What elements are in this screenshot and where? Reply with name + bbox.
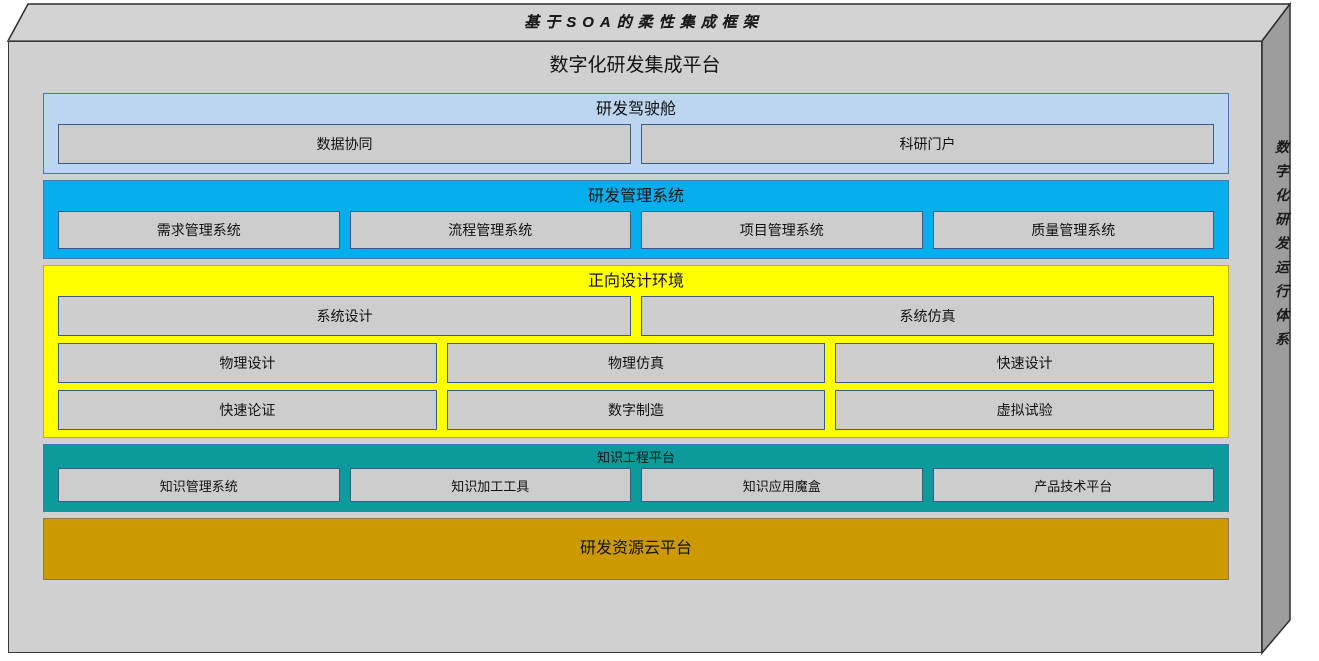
layer-design-row: 系统设计系统仿真 xyxy=(44,296,1228,343)
layer-title-management: 研发管理系统 xyxy=(587,188,684,205)
module-cell[interactable]: 系统设计 xyxy=(58,296,631,336)
page-title: 数字化研发集成平台 xyxy=(549,55,721,76)
layer-design: 正向设计环境系统设计系统仿真物理设计物理仿真快速设计快速论证数字制造虚拟试验 xyxy=(43,265,1229,438)
module-cell[interactable]: 物理仿真 xyxy=(446,343,826,383)
module-cell[interactable]: 质量管理系统 xyxy=(932,211,1214,249)
module-cell[interactable]: 知识加工工具 xyxy=(349,468,631,502)
module-cell[interactable]: 项目管理系统 xyxy=(641,211,923,249)
layer-cockpit: 研发驾驶舱数据协同科研门户 xyxy=(43,93,1229,174)
box-top-face xyxy=(6,3,1292,42)
layer-stack: 研发驾驶舱数据协同科研门户研发管理系统需求管理系统流程管理系统项目管理系统质量管… xyxy=(43,93,1229,586)
layer-management-row: 需求管理系统流程管理系统项目管理系统质量管理系统 xyxy=(44,211,1228,258)
module-cell[interactable]: 物理设计 xyxy=(58,343,437,383)
layer-cloud: 研发资源云平台 xyxy=(43,518,1229,580)
layer-knowledge-row: 知识管理系统知识加工工具知识应用魔盒产品技术平台 xyxy=(44,468,1228,511)
module-cell[interactable]: 虚拟试验 xyxy=(835,390,1215,430)
layer-title-knowledge: 知识工程平台 xyxy=(596,450,675,465)
layer-design-row: 快速论证数字制造虚拟试验 xyxy=(44,390,1228,437)
module-cell[interactable]: 数据协同 xyxy=(58,124,631,164)
module-cell[interactable]: 快速设计 xyxy=(835,343,1215,383)
platform-front-panel: 数字化研发集成平台 研发驾驶舱数据协同科研门户研发管理系统需求管理系统流程管理系… xyxy=(8,41,1262,653)
layer-design-row: 物理设计物理仿真快速设计 xyxy=(44,343,1228,390)
module-cell[interactable]: 数字制造 xyxy=(446,390,826,430)
module-cell[interactable]: 产品技术平台 xyxy=(932,468,1214,502)
layer-management: 研发管理系统需求管理系统流程管理系统项目管理系统质量管理系统 xyxy=(43,180,1229,259)
module-cell[interactable]: 快速论证 xyxy=(58,390,437,430)
module-cell[interactable]: 知识管理系统 xyxy=(58,468,340,502)
layer-title-design: 正向设计环境 xyxy=(587,273,684,290)
box-right-face xyxy=(1261,1,1291,656)
module-cell[interactable]: 系统仿真 xyxy=(641,296,1214,336)
layer-title-cloud: 研发资源云平台 xyxy=(579,540,692,557)
layer-cockpit-row: 数据协同科研门户 xyxy=(44,124,1228,173)
layer-knowledge: 知识工程平台知识管理系统知识加工工具知识应用魔盒产品技术平台 xyxy=(43,444,1229,512)
module-cell[interactable]: 需求管理系统 xyxy=(58,211,340,249)
module-cell[interactable]: 知识应用魔盒 xyxy=(641,468,923,502)
module-cell[interactable]: 科研门户 xyxy=(641,124,1214,164)
module-cell[interactable]: 流程管理系统 xyxy=(349,211,631,249)
layer-title-cockpit: 研发驾驶舱 xyxy=(595,101,676,118)
